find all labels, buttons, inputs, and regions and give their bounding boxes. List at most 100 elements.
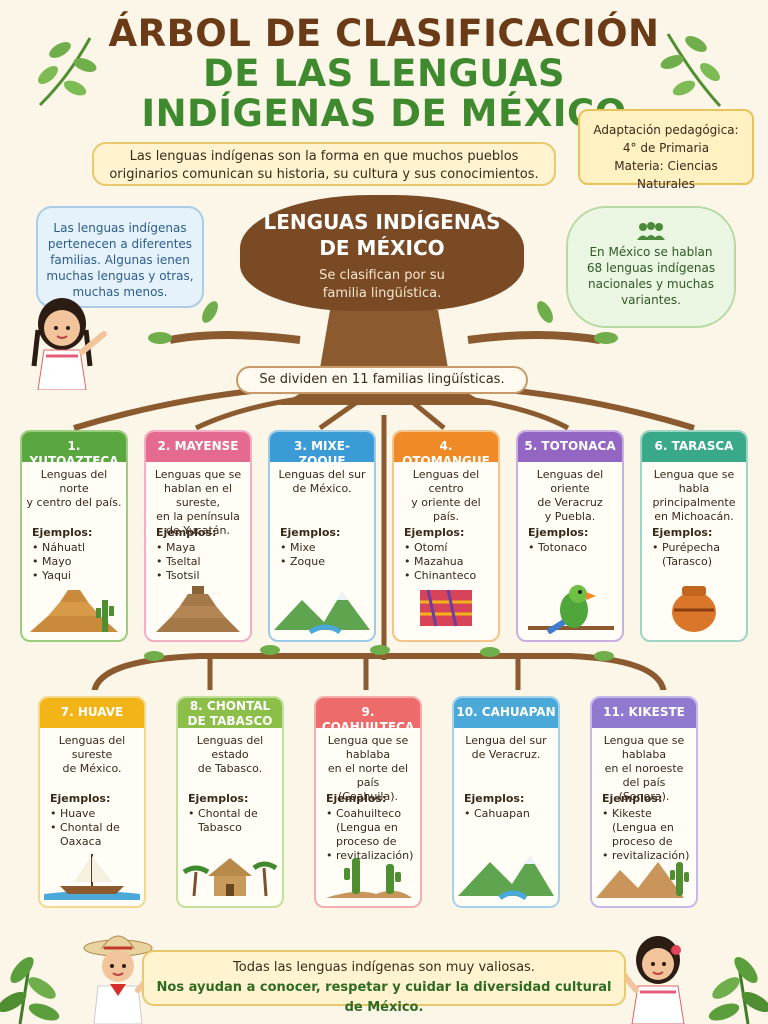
family-description-line: Lengua que se — [653, 468, 735, 481]
example-item: (Tarasco) — [662, 555, 712, 568]
family-description-line: y Puebla. — [544, 510, 596, 523]
example-item: Coahuilteco — [326, 807, 420, 821]
cloud-line-1: En México se hablan — [589, 245, 713, 259]
family-name: 8. CHONTAL DE TABASCO — [178, 698, 282, 728]
cloud-line-2: 68 lenguas indígenas — [586, 261, 716, 275]
families-count-label: Se dividen en 11 familias lingüísticas. — [236, 366, 528, 394]
family-illustration — [642, 582, 746, 634]
family-name: 4. OTOMANGUE — [394, 432, 498, 468]
family-description-line: Lengua que se hablaba — [603, 734, 685, 761]
examples-label: Ejemplos: — [528, 526, 589, 539]
example-item: Mayo — [32, 555, 126, 569]
family-illustration — [454, 848, 558, 901]
family-name: 1. YUTOAZTECA — [22, 432, 126, 468]
examples-label: Ejemplos: — [464, 792, 525, 805]
example-item: Kikeste — [602, 807, 696, 821]
examples-list: Cahuapan — [454, 805, 558, 821]
example-item: revitalización) — [602, 849, 696, 863]
family-name: 10. CAHUAPAN — [454, 698, 558, 728]
family-description-line: de Veracruz — [537, 496, 603, 509]
family-description-line: en el norte del país — [327, 762, 409, 789]
adaptation-line-3: Materia: Ciencias Naturales — [614, 159, 718, 191]
family-description-line: y centro del país. — [26, 496, 122, 509]
family-illustration — [316, 848, 420, 900]
examples-label: Ejemplos: — [404, 526, 465, 539]
family-description-line: (Coahuila). — [337, 790, 399, 803]
mountains-river-icon — [458, 856, 554, 901]
examples-label: Ejemplos: — [188, 792, 249, 805]
family-name: 5. TOTONACA — [518, 432, 622, 462]
family-description-line: de México. — [292, 482, 352, 495]
example-item: Tseltal — [156, 555, 250, 569]
examples-label: Ejemplos: — [32, 526, 93, 539]
family-name: 11. KIKESTE — [592, 698, 696, 728]
hut-palms-icon — [182, 858, 278, 897]
example-item: Chontal de — [188, 807, 282, 821]
bubble-line-5: muchas menos. — [72, 285, 168, 299]
family-illustration — [40, 848, 144, 900]
example-item: Náhuatl — [32, 541, 126, 555]
family-illustration — [518, 582, 622, 635]
boat-icon — [44, 854, 140, 900]
example-item: proceso de — [336, 835, 397, 848]
leaf-branch-top-right-icon — [660, 33, 722, 108]
example-item: proceso de — [612, 835, 673, 848]
family-description-line: Lengua del sur — [465, 734, 547, 747]
family-description-line: Lengua que se hablaba — [327, 734, 409, 761]
girl-character-icon — [31, 298, 107, 390]
examples-label: Ejemplos: — [326, 792, 387, 805]
intro-banner: Las lenguas indígenas son la forma en qu… — [92, 142, 556, 186]
title-line-3: INDÍGENAS DE MÉXICO — [141, 92, 627, 135]
desert-mountains-icon — [596, 862, 689, 898]
example-item: Chinanteco — [404, 569, 498, 583]
adaptation-line-2: 4° de Primaria — [622, 141, 710, 155]
family-description-line: en el noroeste del país — [604, 762, 684, 789]
example-item: Chontal de — [50, 821, 144, 835]
mayan-pyramid-icon — [156, 586, 240, 632]
family-name: 9. COAHUILTECA — [316, 698, 420, 734]
plant-bottom-left-icon — [0, 956, 60, 1024]
cloud-line-4: variantes. — [621, 293, 681, 307]
intro-line-2: originarios comunican su historia, su cu… — [109, 167, 539, 182]
desert-cactus-icon — [326, 858, 412, 898]
example-item: Mazahua — [404, 555, 498, 569]
examples-list: Purépecha(Tarasco) — [642, 539, 746, 569]
example-item: Purépecha — [652, 541, 746, 555]
family-name: 3. MIXE-ZOQUE — [270, 432, 374, 468]
family-description-line: en Michoacán. — [654, 510, 734, 523]
adaptation-line-1: Adaptación pedagógica: — [593, 123, 739, 137]
page-title: ÁRBOL DE CLASIFICACIÓN DE LAS LENGUAS IN… — [100, 14, 668, 134]
plant-bottom-right-icon — [708, 956, 768, 1024]
family-description-line: de Tabasco. — [197, 762, 263, 775]
mountains-river-icon — [274, 592, 370, 635]
closing-message: Todas las lenguas indígenas son muy vali… — [142, 950, 626, 1015]
cloud-line-3: nacionales y muchas — [588, 277, 714, 291]
tree-subtitle-line-2: familia lingüística. — [322, 286, 442, 301]
examples-list: Totonaco — [518, 539, 622, 555]
family-illustration — [146, 582, 250, 634]
family-illustration — [22, 582, 126, 634]
examples-label: Ejemplos: — [50, 792, 111, 805]
bubble-line-2: pertenecen a diferentes — [47, 237, 193, 251]
family-description-line: y oriente del país. — [411, 496, 481, 523]
family-description-line: de México. — [62, 762, 122, 775]
family-illustration — [592, 848, 696, 900]
family-name: 7. HUAVE — [40, 698, 144, 728]
example-item: Mixe — [280, 541, 374, 555]
